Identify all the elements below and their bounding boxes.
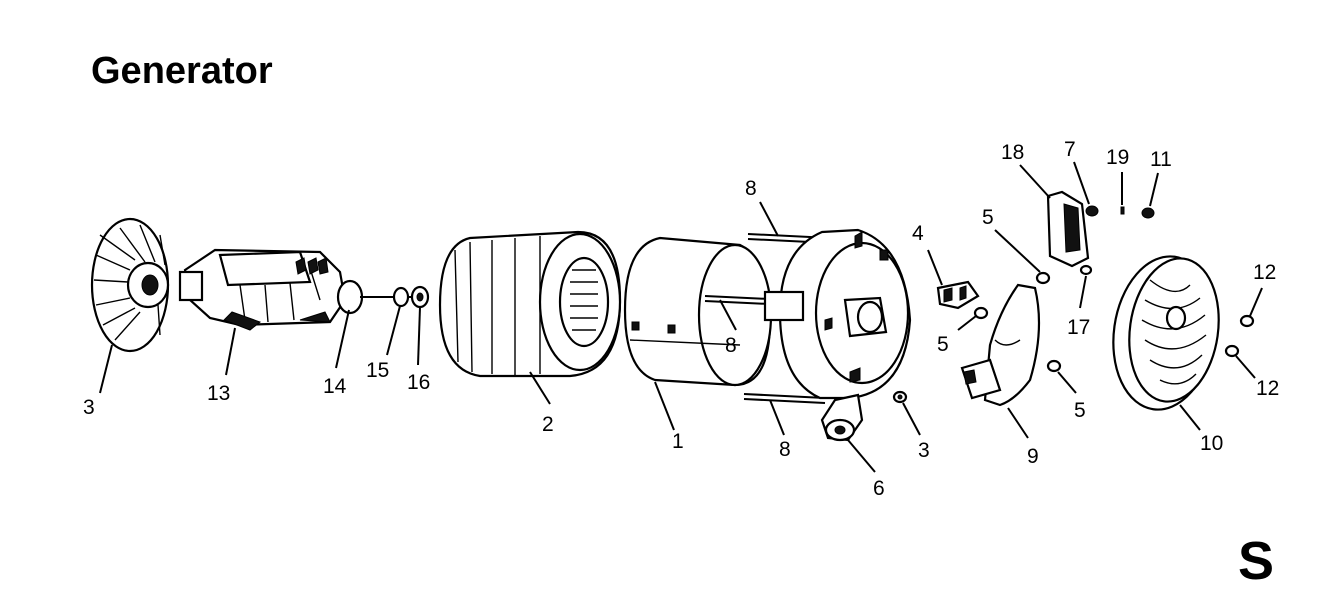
screw-part: [892, 390, 908, 404]
callout-1: 1: [672, 430, 684, 453]
callout-18: 18: [1001, 141, 1024, 164]
callout-12-bottom: 12: [1256, 377, 1279, 400]
stator-part: [438, 230, 622, 378]
callout-10: 10: [1200, 432, 1223, 455]
callout-7: 7: [1064, 138, 1076, 161]
cover-part: [960, 283, 1041, 407]
callout-5-top: 5: [982, 206, 994, 229]
brush-holder-part: [936, 280, 980, 310]
callout-15: 15: [366, 359, 389, 382]
end-cover-part: [1112, 255, 1220, 411]
callout-14: 14: [323, 375, 347, 398]
callout-8-middle: 8: [725, 334, 737, 357]
callout-16: 16: [407, 371, 430, 394]
callout-3-fan: 3: [83, 396, 95, 419]
callout-11: 11: [1150, 148, 1172, 171]
section-letter: S: [1238, 531, 1275, 591]
callout-5-bottom: 5: [1074, 399, 1086, 422]
callout-12-top: 12: [1253, 261, 1276, 284]
bolts-part: [704, 233, 831, 404]
housing-part: [623, 236, 773, 387]
leader-lines: [99, 161, 1263, 473]
callout-19: 19: [1106, 146, 1129, 169]
callout-3-screw: 3: [918, 439, 930, 462]
shaft-part: [336, 279, 430, 315]
rotor-part: [178, 248, 347, 331]
end-bracket-part: [763, 228, 912, 400]
cover-screws-part: [1224, 314, 1255, 358]
fan-part: [90, 217, 170, 353]
callout-9: 9: [1027, 445, 1039, 468]
callout-4: 4: [912, 222, 924, 245]
callout-13: 13: [207, 382, 230, 405]
callout-8-top: 8: [745, 177, 757, 200]
callout-6: 6: [873, 477, 885, 500]
callout-labels: 3 13 14 15 16 2 1 8 8 8 6 3 4 5 5 9 5 18…: [83, 138, 1279, 500]
rectifier-part: [1046, 190, 1090, 268]
lug-part: [820, 393, 864, 442]
callout-17: 17: [1067, 316, 1090, 339]
callout-5-left: 5: [937, 333, 949, 356]
page-title: Generator: [91, 50, 273, 92]
callout-2: 2: [542, 413, 554, 436]
callout-8-bottom: 8: [779, 438, 791, 461]
screws-part: [973, 271, 1062, 373]
hardware-part: [1079, 205, 1155, 276]
